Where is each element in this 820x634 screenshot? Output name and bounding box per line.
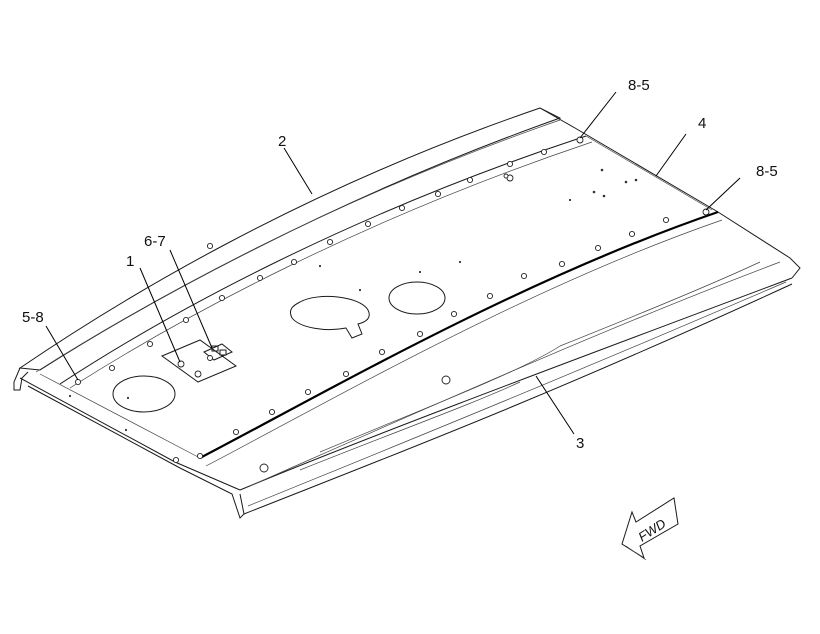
panel-seam	[199, 210, 719, 459]
leader-lines	[45, 91, 741, 435]
leader-8-5-top	[579, 91, 617, 139]
panel-openings	[112, 281, 446, 413]
callout-6-7: 6-7	[144, 233, 166, 250]
opening-keyhole	[289, 296, 370, 339]
fwd-label: FWD	[635, 516, 668, 545]
leader-3	[535, 375, 575, 435]
forward-direction-arrow: FWD	[621, 497, 679, 561]
opening-right	[388, 281, 446, 315]
fasteners	[74, 136, 710, 473]
leader-2	[283, 147, 313, 195]
callout-5-8: 5-8	[22, 309, 44, 326]
panel-top-edge	[18, 107, 562, 371]
opening-left	[112, 375, 176, 413]
callout-3: 3	[576, 435, 584, 452]
callout-8-5-right: 8-5	[756, 163, 778, 180]
callout-labels: 2 8-5 4 8-5 6-7 1 5-8 3	[22, 77, 778, 452]
leader-8-5-right	[705, 177, 741, 211]
callout-4: 4	[698, 115, 706, 132]
leader-6-7	[169, 249, 213, 349]
leader-5-8	[45, 325, 79, 381]
leader-4	[655, 133, 687, 177]
detail-dots	[68, 168, 638, 432]
bracket-plate	[160, 339, 238, 383]
callout-2: 2	[278, 133, 286, 150]
callout-1: 1	[126, 253, 134, 270]
roof-panel	[13, 107, 801, 519]
callout-8-5-top: 8-5	[628, 77, 650, 94]
leader-1	[139, 267, 181, 363]
